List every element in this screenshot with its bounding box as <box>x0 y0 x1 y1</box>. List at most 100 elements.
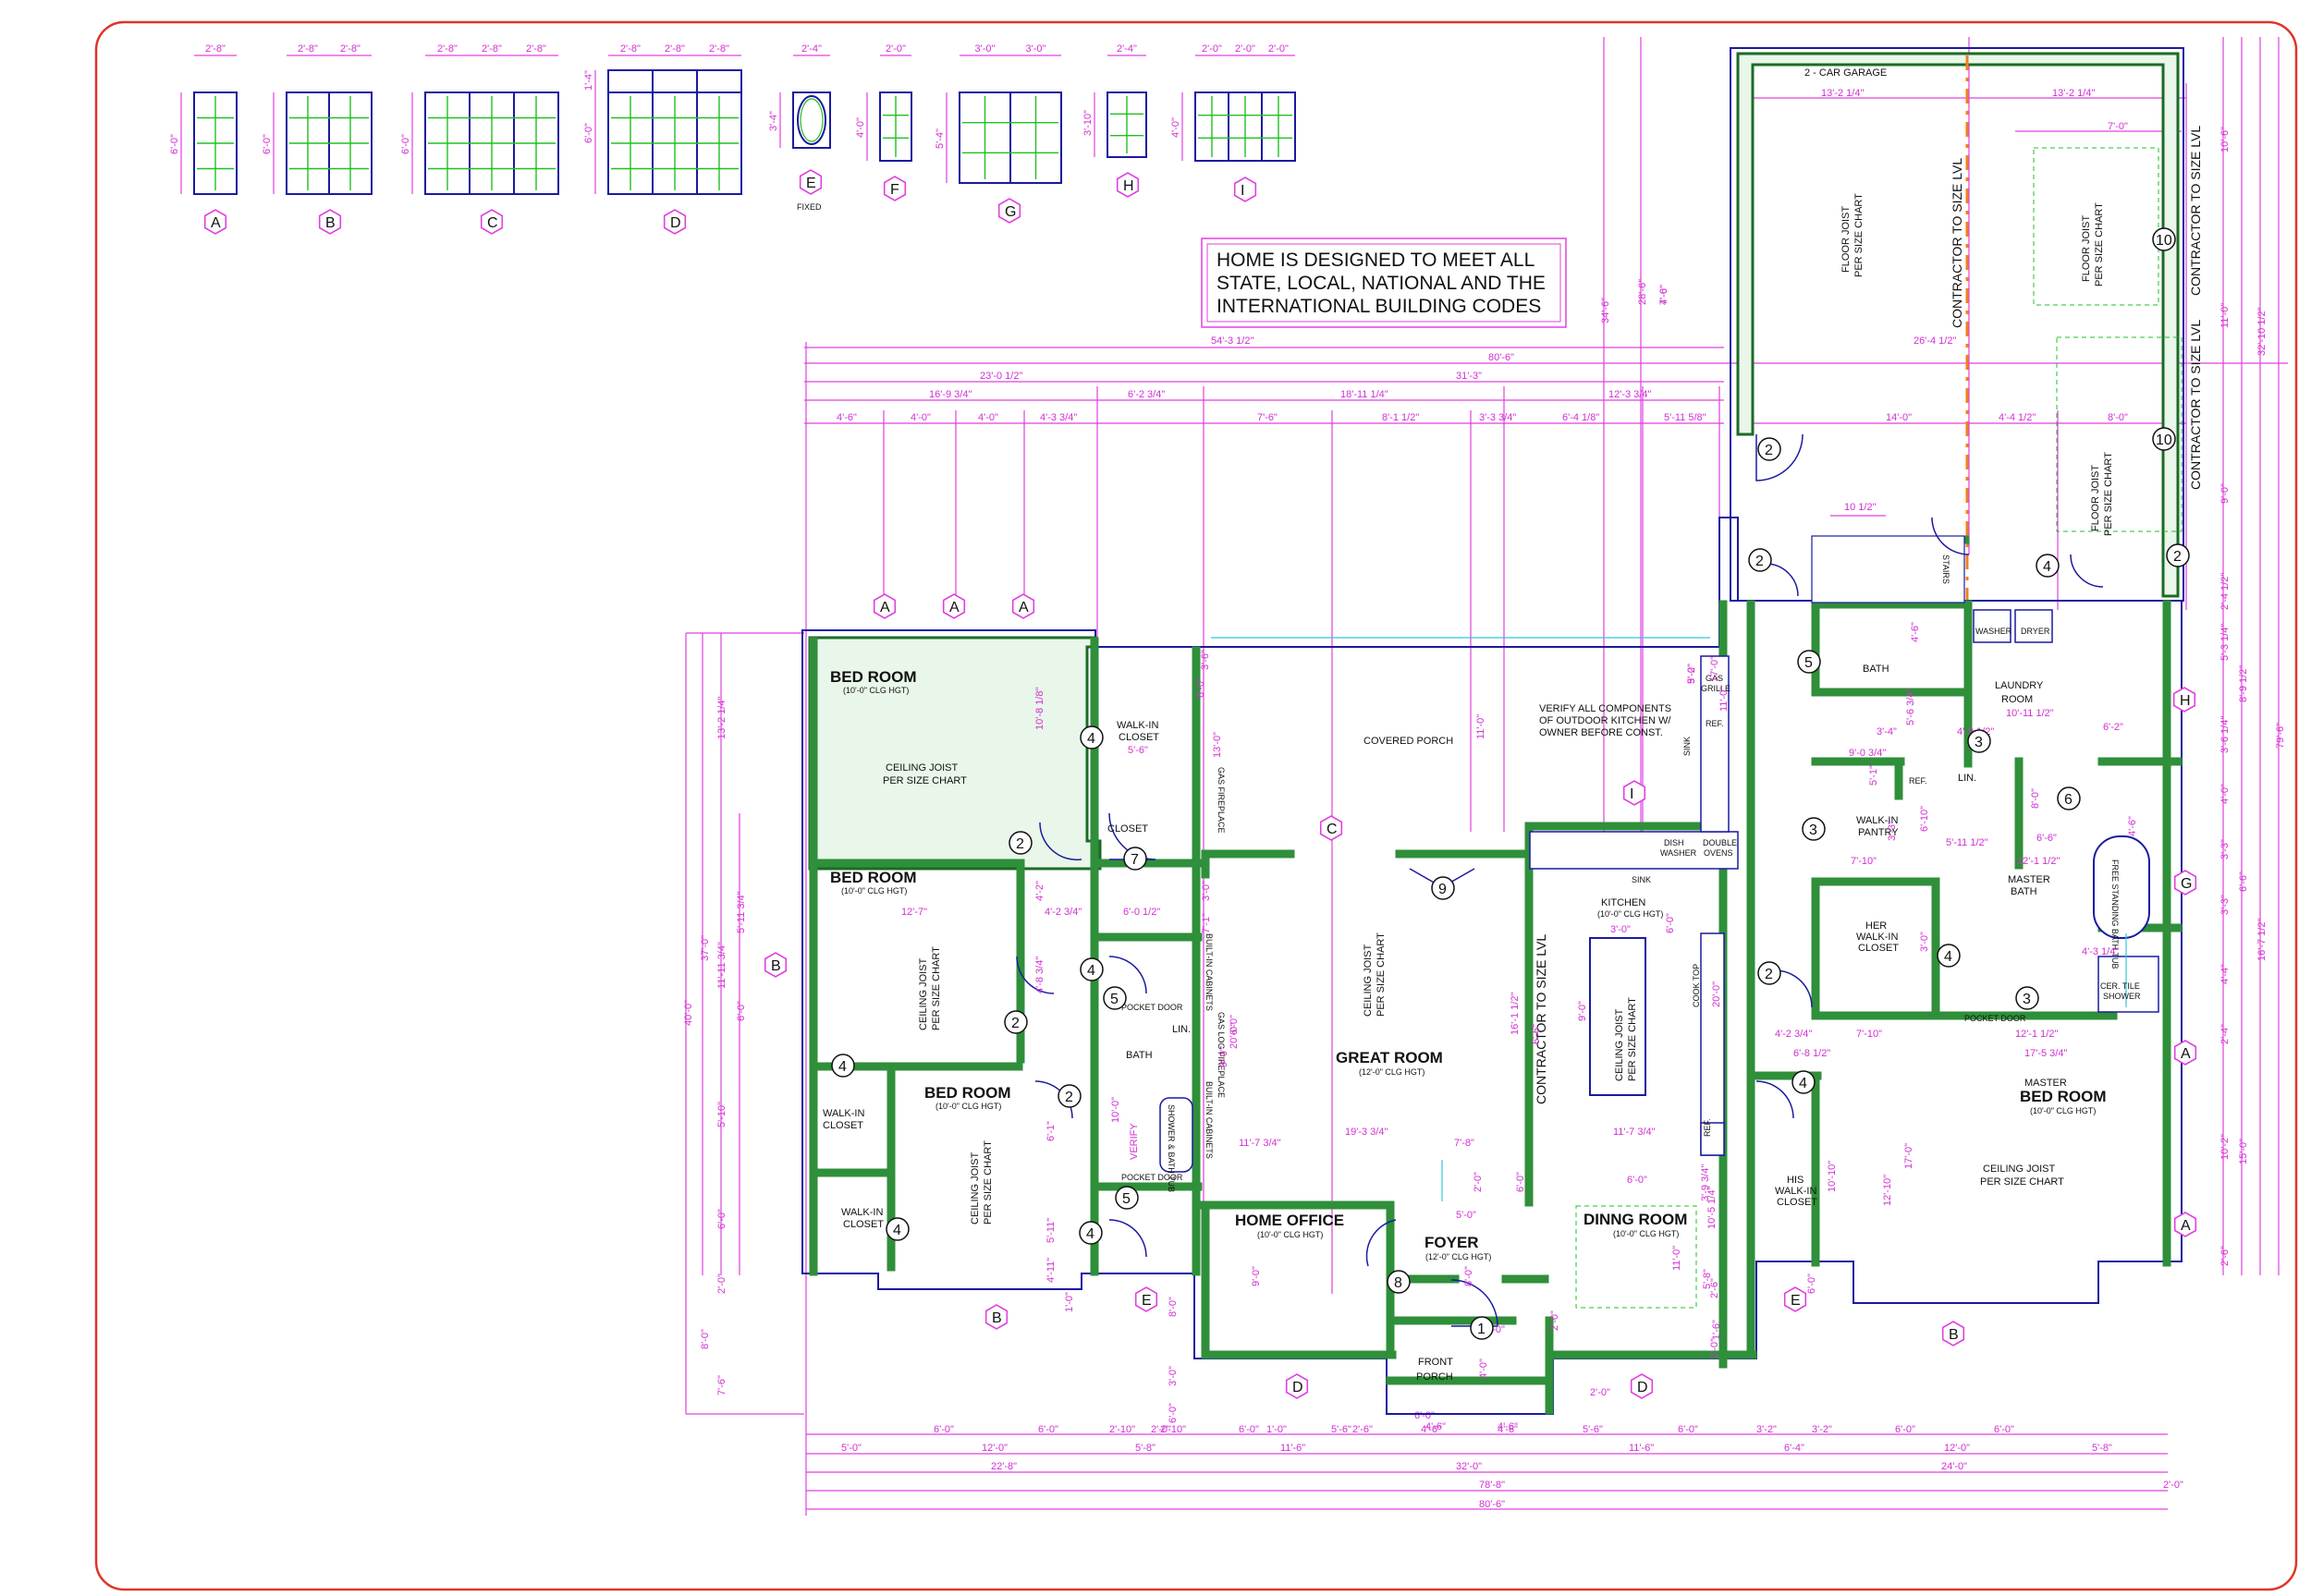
svg-text:9'-0": 9'-0" <box>2219 483 2231 504</box>
svg-text:WALK-IN: WALK-IN <box>1775 1186 1816 1197</box>
interior-dim: 11'-7 3/4" <box>1613 1127 1656 1138</box>
door-tag-3: 3 <box>1967 729 1991 753</box>
svg-text:HIS: HIS <box>1787 1175 1804 1186</box>
svg-text:PANTRY: PANTRY <box>1858 827 1899 838</box>
svg-text:G: G <box>2181 876 2192 892</box>
dim-26-4: 26'-4 1/2" <box>1914 335 1956 347</box>
window-type-c: 2'-8"2'-8"2'-8"6'-0"C <box>400 43 559 235</box>
dim-18-11: 18'-11 1/4" <box>1340 389 1388 400</box>
svg-text:I: I <box>1630 786 1633 802</box>
svg-text:2'-6": 2'-6" <box>2219 1246 2231 1266</box>
svg-text:POCKET DOOR: POCKET DOOR <box>1964 1014 2026 1023</box>
svg-text:11'-6": 11'-6" <box>1280 1443 1305 1454</box>
svg-text:3'-0": 3'-0" <box>975 43 996 55</box>
door-tag-5: 5 <box>1103 986 1127 1010</box>
svg-text:5'-3 1/4": 5'-3 1/4" <box>2219 624 2231 661</box>
svg-text:16'-7 1/2": 16'-7 1/2" <box>2256 919 2268 961</box>
interior-dim: 9'-0" <box>1218 1047 1229 1067</box>
svg-text:2'-8": 2'-8" <box>526 43 546 55</box>
window-tag-a: A <box>2173 1040 2197 1066</box>
svg-text:A: A <box>2181 1218 2191 1234</box>
window-type-a: 2'-8"6'-0"A <box>169 43 238 235</box>
interior-dim: 4'-2 3/4" <box>1045 907 1082 918</box>
interior-dim: 9'-0" <box>1251 1266 1262 1286</box>
svg-text:2'-8": 2'-8" <box>205 43 226 55</box>
window-tag-g: G <box>2173 870 2197 895</box>
dim-4-0b: 4'-0" <box>978 412 998 423</box>
svg-text:OWNER BEFORE CONST.: OWNER BEFORE CONST. <box>1539 727 1663 738</box>
dim-6-4: 6'-4 1/8" <box>1562 412 1599 423</box>
svg-text:CONTRACTOR TO SIZE LVL: CONTRACTOR TO SIZE LVL <box>1534 934 1548 1104</box>
svg-text:D: D <box>1292 1380 1303 1395</box>
svg-text:DOUBLE: DOUBLE <box>1703 838 1737 847</box>
svg-text:B: B <box>325 215 336 231</box>
svg-text:6'-0": 6'-0" <box>583 123 594 143</box>
svg-text:FLOOR JOIST: FLOOR JOIST <box>2090 465 2101 531</box>
svg-text:2'-0": 2'-0" <box>1202 43 1222 55</box>
svg-text:12'-0": 12'-0" <box>1944 1443 1970 1454</box>
door-tag-2: 2 <box>1004 1010 1028 1034</box>
svg-text:5'-8": 5'-8" <box>2092 1443 2112 1454</box>
svg-text:5: 5 <box>1804 655 1813 671</box>
svg-text:5'-6": 5'-6" <box>1583 1424 1603 1435</box>
bed-room-1-label: BED ROOM <box>830 668 917 686</box>
interior-dim: 4'-2 3/4" <box>1775 1029 1812 1040</box>
walls <box>801 47 2184 1415</box>
svg-text:VERIFY: VERIFY <box>1129 1123 1140 1160</box>
door-tag-4: 4 <box>831 1054 855 1078</box>
svg-text:GREAT ROOM: GREAT ROOM <box>1336 1049 1443 1066</box>
svg-text:ROOM: ROOM <box>2001 694 2033 705</box>
window-type-h: 2'-4"3'-10"H <box>1082 43 1147 198</box>
interior-dim: 11'-7 3/4" <box>1239 1138 1281 1149</box>
svg-text:BATH: BATH <box>1126 1050 1153 1061</box>
dim-23-0: 23'-0 1/2" <box>980 371 1022 382</box>
interior-dim: 5'-1" <box>1868 765 1879 786</box>
svg-text:CLOSET: CLOSET <box>823 1120 863 1131</box>
svg-text:6'-0": 6'-0" <box>1994 1424 2014 1435</box>
dim-6-2: 6'-2 3/4" <box>1128 389 1165 400</box>
svg-text:FOYER: FOYER <box>1425 1234 1479 1251</box>
svg-text:POCKET DOOR: POCKET DOOR <box>1121 1173 1183 1182</box>
svg-text:DISH: DISH <box>1664 838 1684 847</box>
interior-dim: 4'-6" <box>2127 816 2138 836</box>
svg-text:CLOSET: CLOSET <box>1858 943 1899 954</box>
dim-12-3: 12'-3 3/4" <box>1608 389 1651 400</box>
svg-text:2'-10": 2'-10" <box>1109 1424 1135 1435</box>
interior-dim: 4'-6" <box>1425 1421 1446 1432</box>
window-type-d: 2'-8"2'-8"2'-8"6'-0"1'-4"D <box>583 43 742 235</box>
svg-text:SHOWER & BATH TUB: SHOWER & BATH TUB <box>1167 1104 1176 1192</box>
svg-text:6'-0": 6'-0" <box>1239 1424 1259 1435</box>
interior-dim: 11'-0" <box>1671 1246 1682 1271</box>
joist-notes: CEILING JOIST PER SIZE CHART CEILING JOI… <box>883 126 2203 1224</box>
svg-text:2'-4 1/2": 2'-4 1/2" <box>2219 573 2231 610</box>
svg-text:POCKET DOOR: POCKET DOOR <box>1121 1003 1183 1012</box>
window-type-f: 2'-0"4'-0"F <box>855 43 912 201</box>
svg-text:D: D <box>1637 1380 1648 1395</box>
svg-text:G: G <box>1005 204 1016 220</box>
dimension-labels-left: 13'-2 1/4" 37'-0" 40'-0" 5'-11 3/4" 11'-… <box>683 697 747 1395</box>
window-tag-a: A <box>873 593 897 619</box>
svg-text:KITCHEN: KITCHEN <box>1601 897 1645 908</box>
svg-text:4: 4 <box>1086 1226 1094 1242</box>
interior-dim: 4'-6" <box>1658 285 1669 305</box>
door-tag-9: 9 <box>1431 876 1455 900</box>
svg-text:PER SIZE CHART: PER SIZE CHART <box>1376 932 1387 1017</box>
svg-text:PER SIZE CHART: PER SIZE CHART <box>2094 202 2105 286</box>
svg-text:(10'-0" CLG HGT): (10'-0" CLG HGT) <box>1597 909 1663 919</box>
svg-text:WALK-IN: WALK-IN <box>841 1207 883 1218</box>
door-tag-5: 5 <box>1797 650 1821 674</box>
svg-text:WALK-IN: WALK-IN <box>1856 815 1898 826</box>
door-tag-4: 4 <box>1080 957 1104 981</box>
interior-dim: 1'-0" <box>1266 1424 1287 1435</box>
interior-dim: 3'-0" <box>1610 924 1631 935</box>
svg-text:11'-6": 11'-6" <box>1629 1443 1654 1454</box>
svg-text:5'-4": 5'-4" <box>935 128 946 149</box>
dim-5-11: 5'-11 5/8" <box>1664 412 1706 423</box>
dim-80-6-top: 80'-6" <box>1488 352 1514 363</box>
interior-dim: 7'-10" <box>1851 856 1877 867</box>
door-tag-1: 1 <box>1470 1316 1494 1340</box>
svg-text:GAS LOG FIREPLACE: GAS LOG FIREPLACE <box>1217 1012 1226 1098</box>
door-tag-3: 3 <box>1802 817 1826 841</box>
svg-text:8: 8 <box>1394 1275 1402 1291</box>
